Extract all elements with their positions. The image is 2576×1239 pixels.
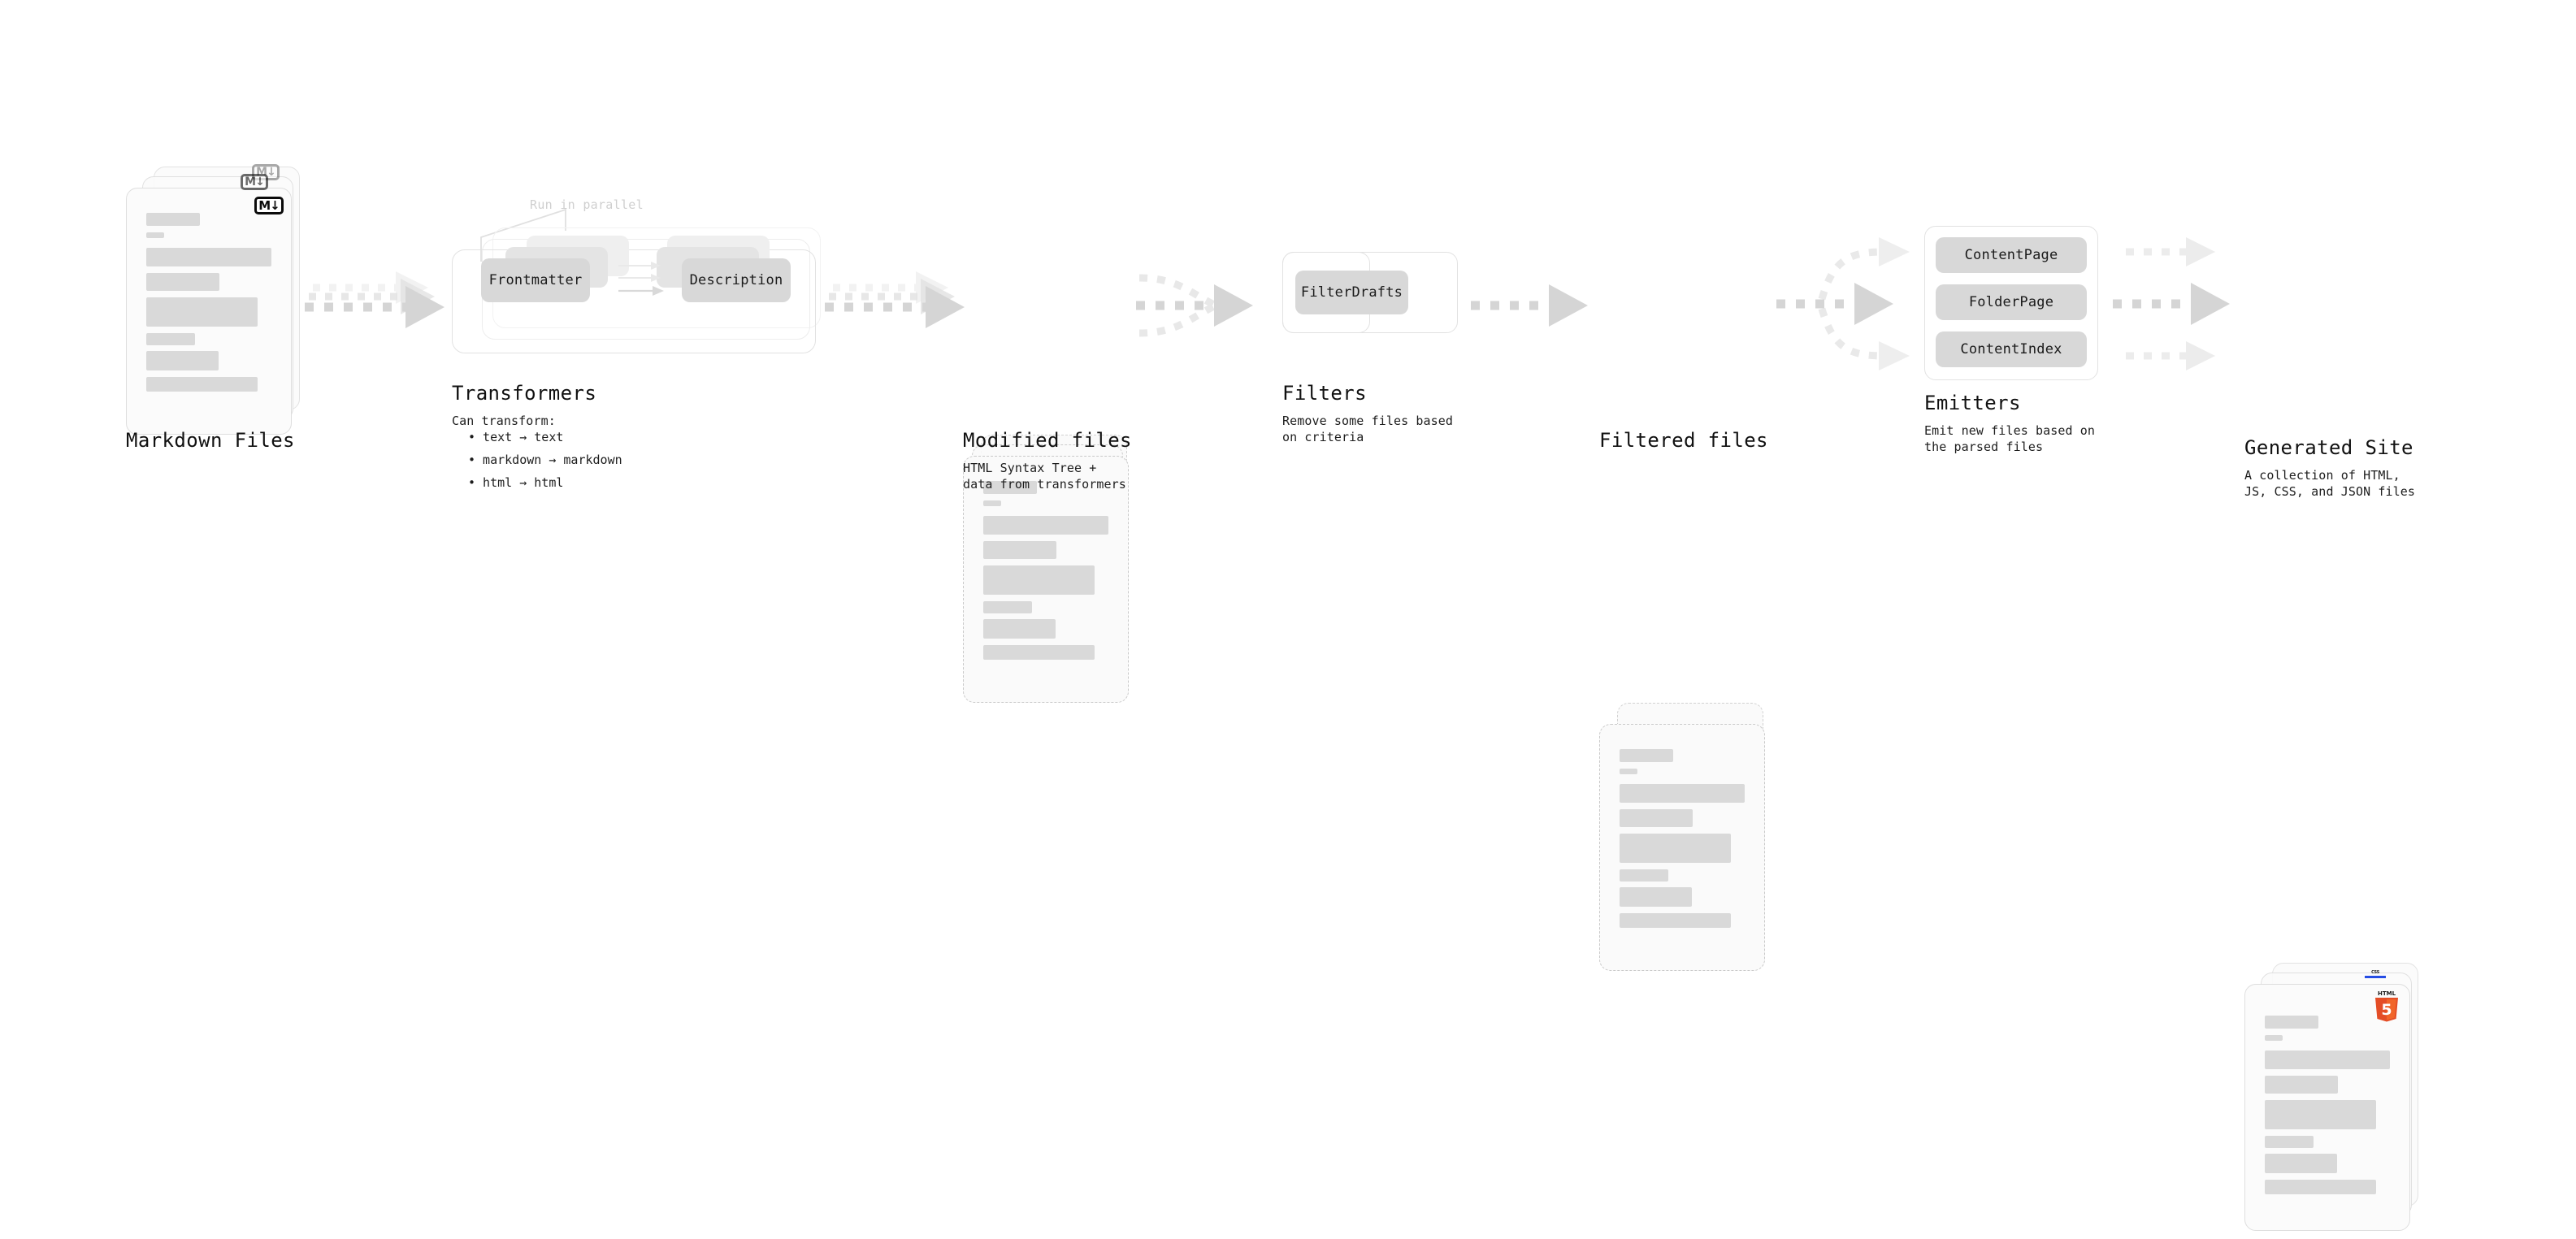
generated-site-title: Generated Site [2244,436,2413,459]
generated-site-card-stack: CSS HTML 5 [2244,963,2439,1239]
transformers-box-front [452,249,816,353]
connector-filters-to-filtered [1471,284,1588,327]
card-content [1600,725,1764,970]
content-bar [983,481,1037,494]
markdown-icon-ghost-arrow: ↓ [255,175,265,188]
markdown-files-card-stack: M↓ M↓ M↓ [126,164,313,435]
content-bar [983,565,1095,595]
connector-transformers-to-modified [825,271,965,328]
css-icon-label: CSS [2371,970,2379,975]
html5-icon-svg: HTML 5 [2375,990,2398,1022]
content-bar [146,232,164,238]
emitters-title: Emitters [1924,392,2021,414]
content-bar [2265,1154,2337,1173]
html5-icon-digit: 5 [2381,1001,2392,1019]
content-bar [146,213,200,226]
emitter-chip-contentindex[interactable]: ContentIndex [1936,331,2087,367]
markdown-icon-arrow: ↓ [270,197,280,213]
markdown-icon: M↓ [254,197,284,214]
content-bar [1620,869,1668,882]
markdown-icon-letter: M [258,197,271,213]
content-bar [983,619,1056,639]
content-bar [146,297,258,327]
filters-group-box-outline [1282,252,1458,333]
markdown-icon-ghost: M↓ [241,174,268,190]
content-bar [983,601,1032,613]
filters-title: Filters [1282,382,1367,405]
html5-icon-wordmark: HTML [2378,990,2396,997]
content-bar [2265,1100,2376,1129]
markdown-icon-ghost-arrow: ↓ [267,166,276,179]
content-bar [1620,913,1731,928]
transformer-inner-arrows [618,262,664,296]
markdown-files-title: Markdown Files [126,429,295,452]
transformers-title: Transformers [452,382,597,405]
content-bar [146,273,219,291]
emitters-subtitle: Emit new files based on the parsed files [1924,423,2096,454]
content-bar [983,500,1001,506]
filter-chip-filterdrafts[interactable]: FilterDrafts [1295,271,1408,314]
content-bar [1620,769,1637,774]
transformers-bullet-1: • markdown → markdown [468,453,622,467]
transformers-group-stack: Frontmatter Description [452,227,834,357]
content-bar [983,541,1056,559]
connector-markdown-to-transformers [305,271,445,328]
card-content [964,457,1128,702]
content-bar [146,333,195,345]
transformers-bullet-2: • html → html [468,475,564,490]
markdown-icon-ghost-letter: M [245,175,256,188]
content-bar [1620,784,1745,803]
content-bar [983,516,1108,535]
pipeline-diagram: M↓ M↓ M↓ Markdown Files Run in parallel [126,164,2418,1231]
modified-files-card-stack [963,435,1150,703]
emitter-chip-contentpage[interactable]: ContentPage [1936,237,2087,273]
content-bar [1620,809,1693,827]
filtered-files-title: Filtered files [1599,429,1768,452]
transformers-bullet-0: • text → text [468,430,564,444]
card-layer-front [1599,724,1765,971]
filtered-files-card-stack [1599,703,1786,971]
html5-icon: HTML 5 [2372,988,2401,1022]
run-in-parallel-hint: Run in parallel [530,197,644,212]
content-bar [146,351,219,370]
generated-site-subtitle: A collection of HTML, JS, CSS, and JSON … [2244,468,2416,499]
emitter-chip-folderpage[interactable]: FolderPage [1936,284,2087,320]
transformers-subtitle: Can transform: [452,414,556,428]
css-icon-underline [2365,976,2386,978]
content-bar [2265,1035,2283,1041]
content-bar [1620,887,1692,907]
filters-subtitle: Remove some files based on criteria [1282,414,1454,444]
card-layer-front: HTML 5 [2244,984,2410,1231]
content-bar [146,248,271,266]
css-icon: CSS [2365,971,2386,981]
connector-modified-to-filters [1136,274,1253,337]
content-bar [2265,1076,2338,1094]
modified-files-subtitle: HTML Syntax Tree + data from transformer… [963,461,1126,492]
content-bar [2265,1180,2376,1194]
transformer-chip-frontmatter[interactable]: Frontmatter [481,258,590,302]
content-bar [2265,1016,2318,1029]
card-layer-front: M↓ [126,188,292,435]
content-bar [146,377,258,392]
content-bar [2265,1051,2390,1069]
content-bar [983,645,1095,660]
connector-filtered-to-emitters [1776,237,1910,370]
card-layer-front [963,456,1129,703]
connector-emitters-to-site [2113,237,2230,370]
content-bar [2265,1136,2314,1148]
card-content [127,188,291,434]
content-bar [1620,834,1731,863]
modified-files-title: Modified files [963,429,1132,452]
transformer-chip-description[interactable]: Description [682,258,791,302]
emitters-group-box [1924,226,2098,380]
content-bar [1620,749,1673,762]
